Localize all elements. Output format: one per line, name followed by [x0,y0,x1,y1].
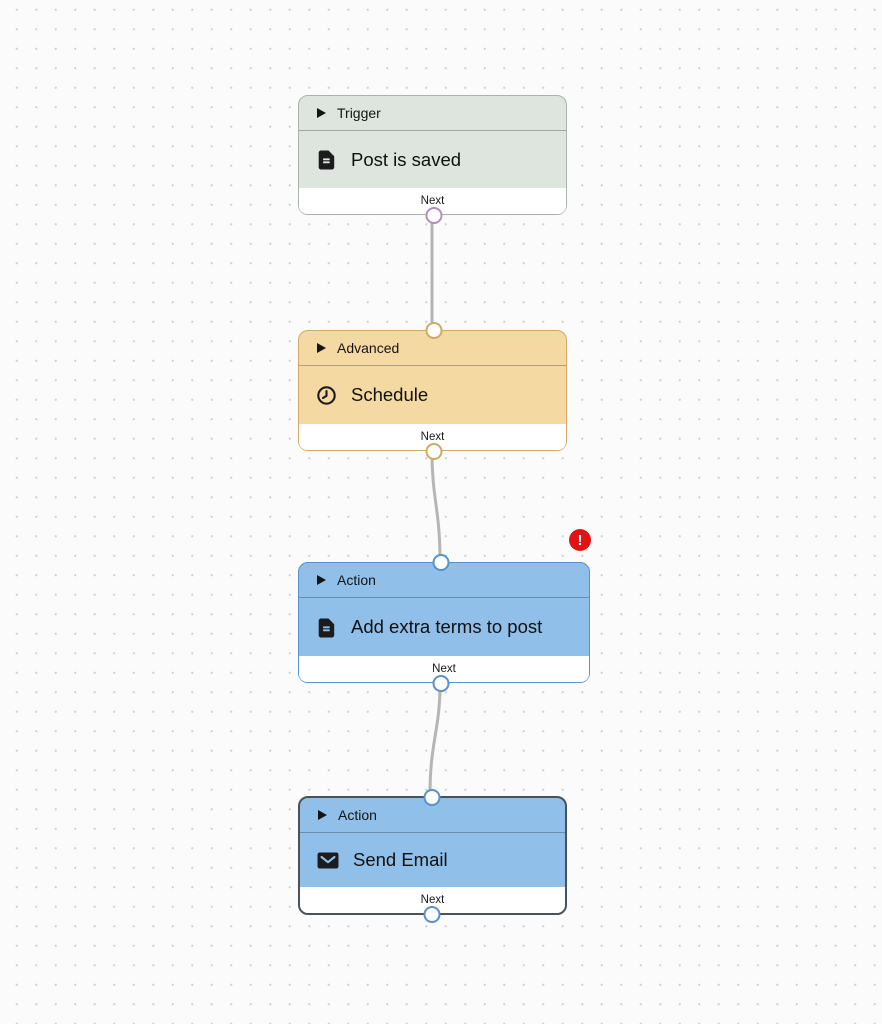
collapse-triangle-icon [317,575,326,585]
next-label: Next [432,663,456,675]
document-icon [318,150,335,170]
node-advanced-schedule[interactable]: Advanced Schedule Next [298,321,567,460]
envelope-icon [317,852,339,868]
next-label: Next [420,431,445,443]
node-category-label: Advanced [337,340,400,356]
node-header[interactable]: Advanced [299,331,566,366]
node-body: Post is saved [299,131,566,188]
input-port[interactable] [432,553,450,571]
input-port[interactable] [423,788,441,806]
output-port[interactable] [425,206,442,224]
output-port[interactable] [432,674,450,692]
output-port[interactable] [423,905,441,923]
clock-icon [317,385,336,405]
node-body: Schedule [299,366,566,424]
node-title: Send Email [353,849,448,870]
node-body: Send Email [300,833,565,887]
collapse-triangle-icon [317,343,326,353]
next-label: Next [420,195,445,207]
node-header[interactable]: Action [299,563,589,598]
document-icon [318,618,335,637]
node-title: Schedule [351,384,429,405]
error-icon: ! [577,531,583,549]
edge-action-to-email [428,683,442,796]
node-title: Post is saved [351,148,462,170]
node-trigger-post-is-saved[interactable]: Trigger Post is saved Next [298,95,567,224]
next-label: Next [420,894,445,906]
node-category-label: Trigger [337,105,381,121]
node-action-add-extra-terms[interactable]: Action Add extra terms to post Next [298,553,590,692]
node-header[interactable]: Trigger [299,96,566,131]
output-port[interactable] [425,442,442,460]
error-badge[interactable]: ! [569,529,591,551]
node-title: Add extra terms to post [351,616,543,637]
node-action-send-email[interactable]: Action Send Email Next [298,788,567,923]
edge-advanced-to-action [430,451,442,562]
collapse-triangle-icon [317,108,326,118]
input-port[interactable] [425,321,442,339]
node-header[interactable]: Action [300,798,565,833]
collapse-triangle-icon [318,810,327,820]
node-category-label: Action [337,572,376,588]
node-category-label: Action [338,807,377,823]
node-body: Add extra terms to post [299,598,589,656]
